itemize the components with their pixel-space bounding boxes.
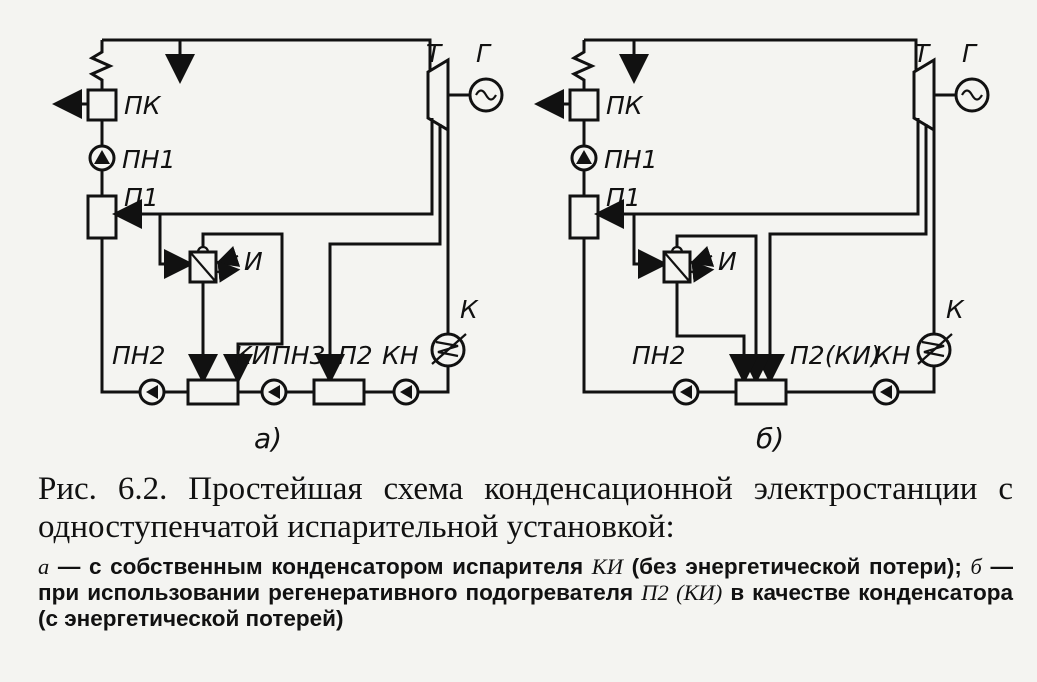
pump-icon — [88, 144, 116, 172]
label-pk-a: ПК — [124, 91, 162, 120]
steam-line-a — [102, 38, 432, 72]
pump-icon — [260, 378, 288, 406]
label-k-b: К — [946, 295, 965, 324]
heater-p2-a — [312, 378, 366, 406]
label-pn3-a: ПН3 — [272, 341, 326, 370]
boiler-coil-a — [88, 40, 114, 90]
label-g-a: Г — [476, 39, 492, 68]
boiler-pk-a — [86, 88, 118, 122]
heater-p1-b — [568, 194, 600, 240]
caption-text-a-end: (без энергетической потери); — [623, 554, 971, 579]
caption-body: а — с собственным конденсатором испарите… — [38, 554, 1013, 632]
boiler-pk-b — [568, 88, 600, 122]
caption-text-b: — при использовании регенеративного подо… — [38, 554, 1013, 605]
label-ki-a: КИ — [234, 341, 271, 370]
label-kn-a: КН — [382, 341, 419, 370]
caption-text-b-end: в качестве конденсатора (с энергетическо… — [38, 580, 1013, 631]
label-pn2-a: ПН2 — [112, 341, 166, 370]
label-g-b: Г — [962, 39, 978, 68]
scheme-a: ПК ПН1 П1 Т Г — [52, 38, 504, 455]
label-p2ki-b: П2(КИ) — [790, 341, 881, 370]
diagram: ПК ПН1 П1 Т Г — [52, 38, 990, 455]
scheme-b: ПК ПН1 П1 Т Г — [534, 38, 990, 455]
condenser-icon — [916, 332, 953, 368]
caption-ki: КИ — [591, 554, 623, 579]
condenser-ki-a — [186, 378, 240, 406]
pump-icon — [872, 378, 900, 406]
label-t-a: Т — [426, 39, 443, 68]
caption-text-a: — с собственным конденсатором испарителя — [49, 554, 592, 579]
generator-icon — [954, 77, 990, 113]
label-p2-a: П2 — [338, 341, 373, 370]
pump-icon — [672, 378, 700, 406]
caption-marker-a: а — [38, 554, 50, 579]
label-pk-b: ПК — [606, 91, 644, 120]
label-k-a: К — [460, 295, 479, 324]
caption-p2ki: П2 (КИ) — [641, 580, 723, 605]
label-i-b: И — [718, 247, 737, 276]
label-p1-a: П1 — [124, 183, 159, 212]
label-pn1-b: ПН1 — [604, 145, 658, 174]
label-kn-b: КН — [874, 341, 911, 370]
heater-p2ki-b — [734, 378, 788, 406]
sublabel-b: б) — [756, 422, 784, 455]
pump-icon — [138, 378, 166, 406]
heater-p1-a — [86, 194, 118, 240]
sublabel-a: а) — [254, 422, 282, 455]
label-pn1-a: ПН1 — [122, 145, 176, 174]
pump-icon — [392, 378, 420, 406]
generator-icon — [468, 77, 504, 113]
pump-icon — [570, 144, 598, 172]
caption-title: Рис. 6.2. Простейшая схема конденсационн… — [38, 471, 1013, 545]
caption-marker-b: б — [970, 554, 982, 579]
figure-caption: Рис. 6.2. Простейшая схема конденсационн… — [38, 470, 1013, 632]
evaporator-icon — [662, 245, 692, 284]
evaporator-icon — [188, 245, 218, 284]
label-p1-b: П1 — [606, 183, 641, 212]
label-t-b: Т — [914, 39, 931, 68]
label-pn2-b: ПН2 — [632, 341, 686, 370]
label-i-a: И — [244, 247, 263, 276]
condenser-icon — [430, 332, 467, 368]
